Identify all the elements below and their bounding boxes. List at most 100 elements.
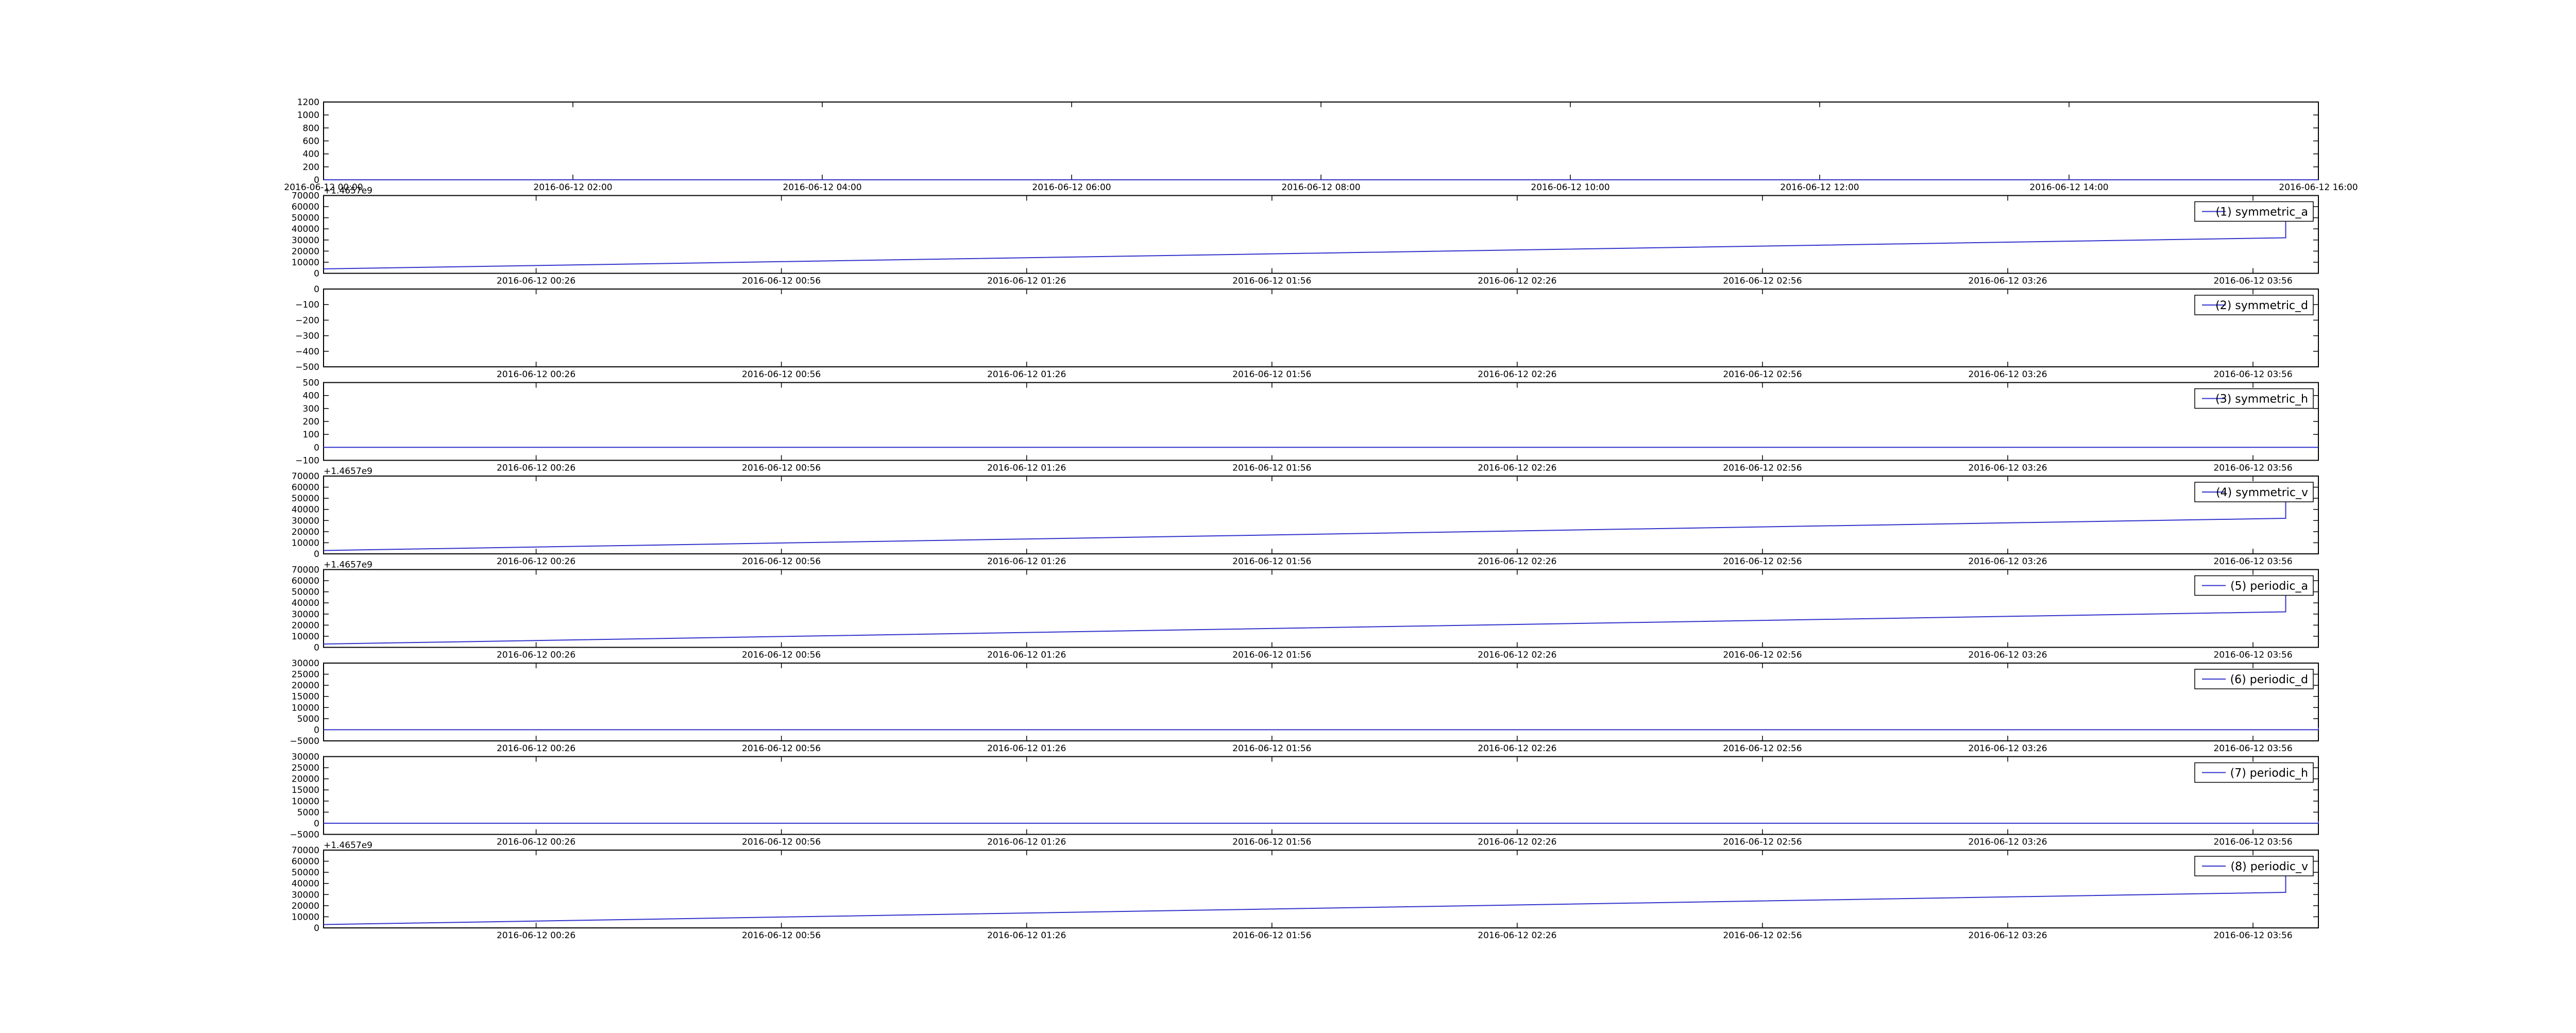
x-tick-label: 2016-06-12 00:56 [742, 556, 821, 567]
legend-label: (8) periodic_v [2231, 860, 2308, 873]
x-tick-label: 2016-06-12 03:26 [1968, 369, 2047, 380]
x-tick-label: 2016-06-12 00:56 [742, 463, 821, 473]
y-tick-label: −400 [295, 347, 319, 357]
legend: (3) symmetric_h [2194, 388, 2314, 409]
series-line [324, 821, 2319, 824]
y-tick-label: 20000 [292, 246, 319, 257]
y-tick-label: 500 [303, 378, 319, 388]
y-tick-label: 0 [314, 725, 319, 735]
x-tick-label: 2016-06-12 01:26 [987, 463, 1066, 473]
y-tick-label: 70000 [292, 191, 319, 201]
axes-frame [323, 195, 2319, 274]
x-tick-label: 2016-06-12 02:26 [1478, 743, 1556, 754]
y-tick-label: 30000 [292, 658, 319, 669]
series-line [323, 499, 2286, 551]
x-tick-label: 2016-06-12 00:56 [742, 650, 821, 661]
x-tick-label: 2016-06-12 00:26 [497, 276, 575, 286]
y-tick-label: 30000 [292, 890, 319, 900]
y-tick-label: 40000 [292, 505, 319, 515]
y-tick-label: 20000 [292, 901, 319, 911]
legend-box [2194, 295, 2314, 315]
y-tick-label: 70000 [292, 845, 319, 856]
y-tick-label: −5000 [290, 830, 319, 840]
x-tick-label: 2016-06-12 06:00 [1032, 182, 1111, 193]
y-tick-label: 0 [314, 443, 319, 453]
y-tick-label: 300 [303, 404, 319, 414]
legend-label: (3) symmetric_h [2215, 393, 2308, 406]
y-offset-label: +1.4657e9 [324, 560, 372, 570]
y-offset-label: +1.4657e9 [324, 840, 372, 851]
axes-frame [323, 569, 2319, 648]
y-tick-label: −500 [295, 362, 319, 372]
x-tick-label: 2016-06-12 03:56 [2213, 556, 2292, 567]
x-tick-label: 2016-06-12 02:56 [1723, 837, 1802, 848]
x-tick-label: 2016-06-12 03:56 [2213, 463, 2292, 473]
x-tick-label: 2016-06-12 03:56 [2213, 276, 2292, 286]
x-tick-label: 2016-06-12 02:56 [1723, 930, 1802, 941]
subplot-8: −50000500010000150002000025000300002016-… [290, 752, 2319, 848]
y-tick-label: 100 [303, 430, 319, 440]
legend-label: (7) periodic_h [2230, 767, 2308, 780]
x-tick-label: 2016-06-12 00:56 [742, 743, 821, 754]
y-tick-label: 10000 [292, 632, 319, 642]
x-tick-label: 2016-06-12 01:56 [1232, 650, 1311, 661]
x-tick-label: 2016-06-12 00:26 [497, 930, 575, 941]
y-tick-label: 0 [314, 175, 319, 185]
x-tick-label: 2016-06-12 02:56 [1723, 369, 1802, 380]
x-tick-label: 2016-06-12 01:56 [1232, 930, 1311, 941]
y-tick-label: 30000 [292, 516, 319, 526]
y-tick-label: 1200 [297, 97, 319, 108]
y-tick-label: 50000 [292, 868, 319, 878]
y-tick-label: 50000 [292, 213, 319, 224]
x-tick-label: 2016-06-12 01:26 [987, 650, 1066, 661]
y-tick-label: 50000 [292, 494, 319, 504]
y-tick-label: 40000 [292, 879, 319, 889]
y-tick-label: 60000 [292, 483, 319, 493]
x-tick-label: 2016-06-12 01:26 [987, 556, 1066, 567]
y-tick-label: 60000 [292, 576, 319, 586]
y-tick-label: 10000 [292, 912, 319, 922]
y-tick-label: 40000 [292, 598, 319, 608]
y-tick-label: 200 [303, 417, 319, 427]
x-tick-label: 2016-06-12 00:26 [497, 650, 575, 661]
y-tick-label: 30000 [292, 235, 319, 246]
series-line [323, 873, 2286, 925]
legend: (8) periodic_v [2194, 856, 2314, 876]
legend: (1) symmetric_a [2194, 201, 2314, 222]
x-tick-label: 2016-06-12 02:26 [1478, 369, 1556, 380]
y-tick-label: 200 [303, 162, 319, 173]
x-tick-label: 2016-06-12 03:56 [2213, 650, 2292, 661]
legend-label: (5) periodic_a [2230, 580, 2308, 593]
x-tick-label: 2016-06-12 01:56 [1232, 369, 1311, 380]
x-tick-label: 2016-06-12 02:56 [1723, 650, 1802, 661]
x-tick-label: 2016-06-12 12:00 [1780, 182, 1859, 193]
y-tick-label: −100 [295, 300, 319, 310]
y-tick-label: −300 [295, 331, 319, 342]
x-tick-label: 2016-06-12 02:56 [1723, 743, 1802, 754]
y-tick-label: 0 [314, 549, 319, 560]
x-tick-label: 2016-06-12 00:26 [497, 837, 575, 848]
y-tick-label: 20000 [292, 620, 319, 631]
y-tick-label: 10000 [292, 258, 319, 268]
y-tick-label: 25000 [292, 763, 319, 773]
y-tick-label: 0 [314, 923, 319, 934]
x-tick-label: 2016-06-12 02:56 [1723, 276, 1802, 286]
y-tick-label: 25000 [292, 670, 319, 680]
axes-frame [323, 382, 2319, 461]
y-tick-label: 20000 [292, 681, 319, 691]
y-tick-label: 15000 [292, 692, 319, 702]
subplot-5: 0100002000030000400005000060000700002016… [292, 466, 2319, 567]
legend: (5) periodic_a [2194, 575, 2314, 596]
x-tick-label: 2016-06-12 03:26 [1968, 837, 2047, 848]
y-tick-label: 30000 [292, 609, 319, 620]
y-tick-label: 30000 [292, 752, 319, 763]
y-offset-label: +1.4657e9 [324, 466, 372, 477]
y-tick-label: 50000 [292, 587, 319, 598]
y-tick-label: 400 [303, 391, 319, 401]
x-tick-label: 2016-06-12 01:26 [987, 743, 1066, 754]
x-tick-label: 2016-06-12 08:00 [1281, 182, 1360, 193]
